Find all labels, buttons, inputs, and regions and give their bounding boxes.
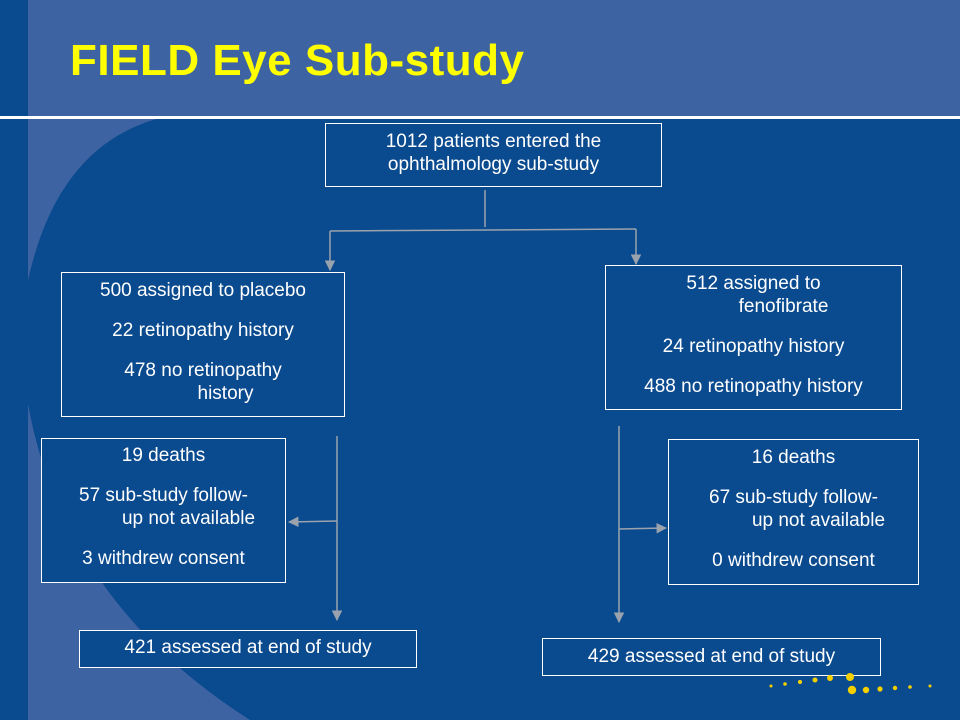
- fenofibrate-followup: 67 sub-study follow-: [709, 487, 878, 508]
- placebo-no-retinopathy-cont: history: [197, 383, 254, 404]
- placebo-followup-cont: up not available: [121, 508, 256, 529]
- placebo-no-retinopathy: 478 no retinopathy: [124, 360, 282, 381]
- box-entered-substudy: 1012 patients entered the ophthalmology …: [325, 123, 662, 187]
- box-fenofibrate-exclusions: 16 deaths 67 sub-study follow- up not av…: [668, 439, 919, 585]
- box-fenofibrate: 512 assigned to fenofibrate 24 retinopat…: [605, 265, 902, 410]
- fenofibrate-deaths: 16 deaths: [751, 447, 836, 468]
- box-placebo: 500 assigned to placebo 22 retinopathy h…: [61, 272, 345, 417]
- fenofibrate-no-retinopathy: 488 no retinopathy history: [644, 376, 863, 397]
- arrow-fenofibrate-exclusions: [618, 522, 668, 534]
- connector-split: [329, 228, 637, 232]
- arrow-placebo-exclusions: [287, 516, 338, 528]
- fenofibrate-withdrew: 0 withdrew consent: [712, 550, 875, 571]
- fenofibrate-assigned: 512 assigned to: [686, 273, 821, 294]
- placebo-assigned: 500 assigned to placebo: [100, 280, 306, 301]
- placebo-withdrew: 3 withdrew consent: [82, 548, 245, 569]
- box-fenofibrate-end: 429 assessed at end of study: [542, 638, 881, 676]
- box-placebo-exclusions: 19 deaths 57 sub-study follow- up not av…: [41, 438, 286, 583]
- placebo-followup: 57 sub-study follow-: [79, 485, 248, 506]
- box-placebo-end: 421 assessed at end of study: [79, 630, 417, 668]
- placebo-retinopathy: 22 retinopathy history: [112, 320, 294, 341]
- fenofibrate-end-label: 429 assessed at end of study: [587, 646, 836, 667]
- fenofibrate-retinopathy: 24 retinopathy history: [662, 336, 845, 357]
- fenofibrate-followup-cont: up not available: [751, 510, 886, 531]
- slide-title: FIELD Eye Sub-study: [70, 36, 525, 85]
- fenofibrate-assigned-cont: fenofibrate: [738, 296, 829, 317]
- entered-line-1: 1012 patients entered the: [385, 131, 602, 152]
- placebo-end-label: 421 assessed at end of study: [124, 637, 372, 658]
- placebo-deaths: 19 deaths: [121, 445, 206, 466]
- entered-line-2: ophthalmology sub-study: [387, 154, 600, 175]
